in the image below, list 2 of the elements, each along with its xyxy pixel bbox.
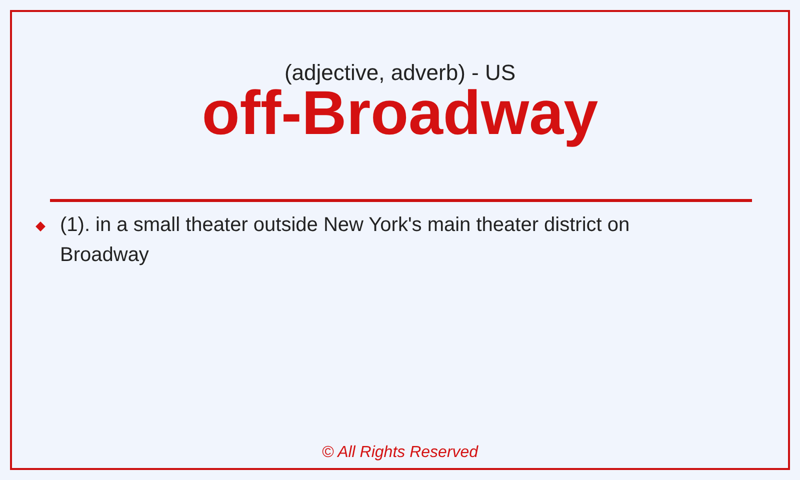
definition: (1). in a small theater outside New York's main theater district on Broadway xyxy=(60,213,631,268)
copyright-notice: © All Rights Reserved xyxy=(320,444,480,462)
